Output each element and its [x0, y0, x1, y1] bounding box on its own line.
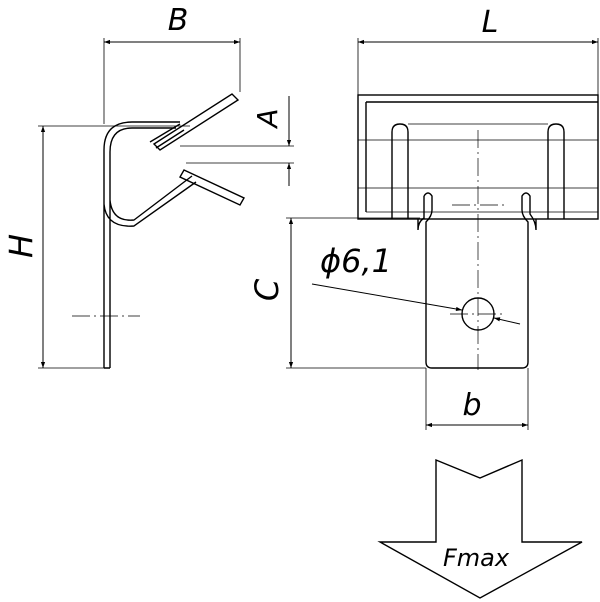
dimension-b-label: b [462, 388, 481, 423]
force-arrow: Fmax [377, 458, 583, 599]
dimension-H: H [2, 125, 190, 369]
side-view-lower-tab [179, 169, 245, 206]
side-view-inner-prong [149, 123, 185, 149]
dimension-A-label: A [251, 108, 284, 129]
side-view-upper-tab [152, 93, 240, 151]
dimension-hole-diameter: ϕ6,1 [311, 242, 521, 325]
dimension-B-label: B [168, 3, 189, 38]
dimension-b: b [425, 368, 529, 430]
front-view-tab [423, 192, 537, 369]
dimension-L: L [357, 5, 599, 95]
dimension-H-label: H [2, 234, 40, 258]
hole-diameter-label: ϕ6,1 [320, 242, 392, 280]
dimension-C-label: C [248, 278, 286, 301]
force-label: Fmax [443, 544, 510, 572]
force-arrow-outline [377, 458, 583, 599]
dimension-B: B [103, 3, 241, 124]
front-view-right-band [547, 123, 565, 219]
dimension-L-label: L [482, 5, 499, 40]
side-view-clip-outline [103, 121, 197, 369]
front-view [357, 94, 599, 370]
dimension-C: C [248, 217, 426, 369]
dimension-A: A [180, 96, 294, 186]
front-view-left-band [391, 123, 409, 219]
side-view [72, 93, 245, 369]
